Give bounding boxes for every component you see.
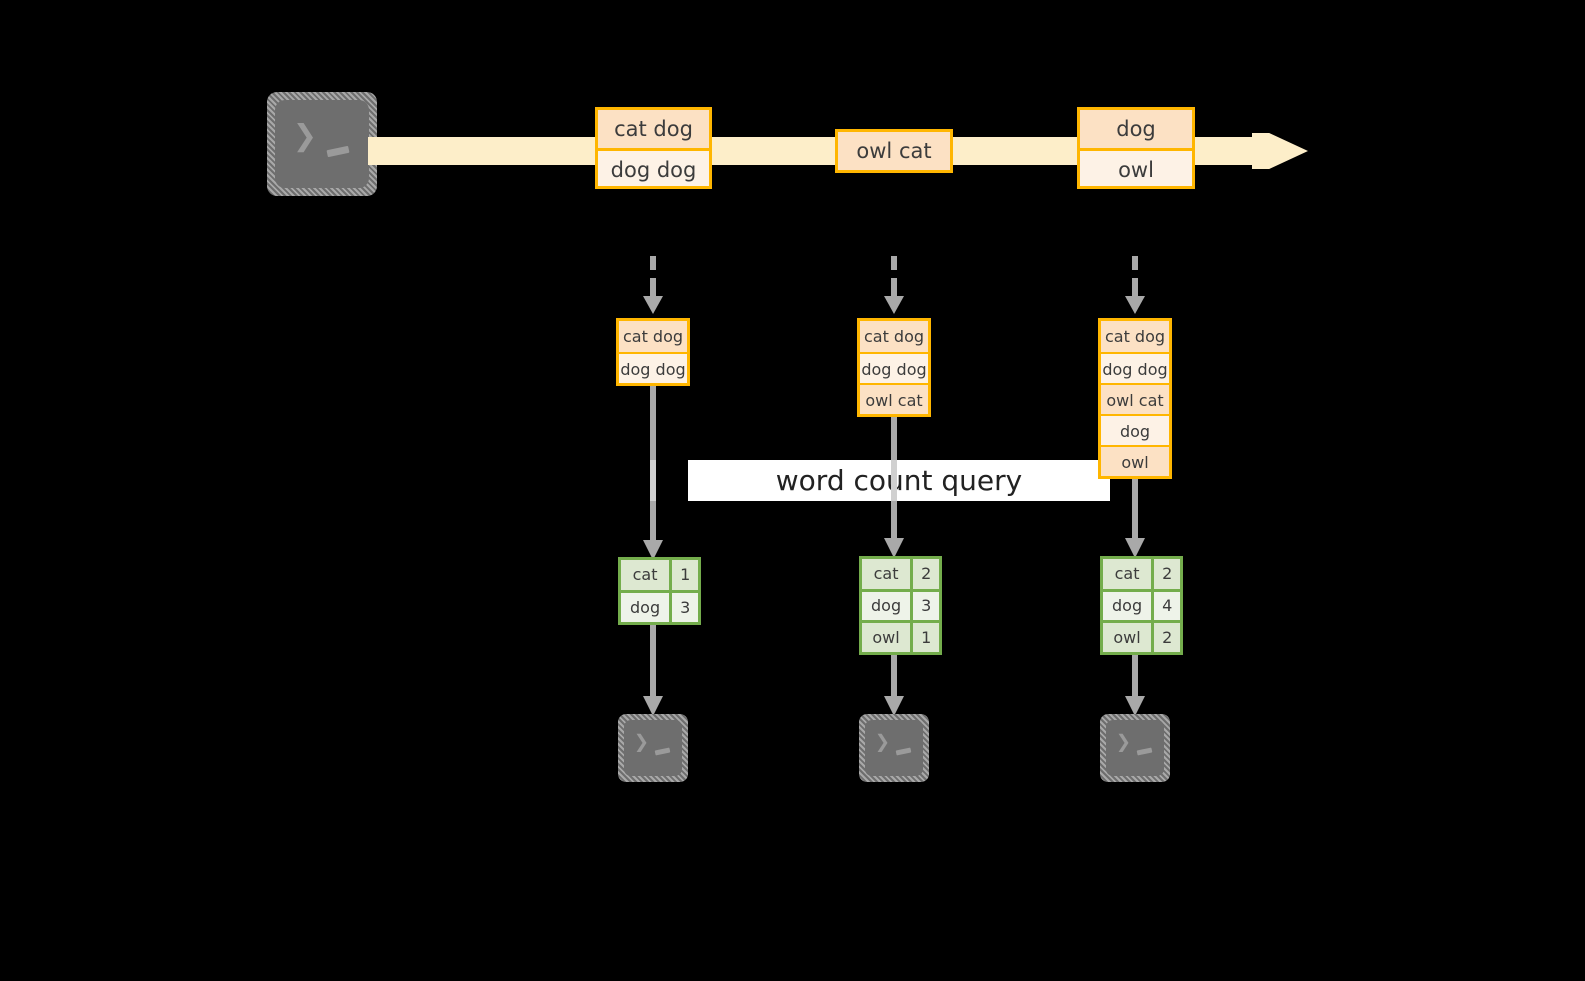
query-arrow-1-band-segment <box>640 460 666 501</box>
result-word: dog <box>621 589 671 622</box>
terminal-cursor-icon <box>654 747 671 756</box>
terminal-face <box>865 720 923 776</box>
result-count: 3 <box>669 589 699 622</box>
result-count: 2 <box>1151 619 1181 652</box>
result-count: 1 <box>669 560 699 591</box>
query-band-background <box>688 460 1110 501</box>
terminal-glyph-group: ❯ <box>865 720 923 776</box>
terminal-face <box>624 720 682 776</box>
terminal-prompt-icon: ❯ <box>634 727 650 756</box>
stack-row: dog dog <box>619 352 687 383</box>
result-count: 2 <box>910 559 940 590</box>
table-row: owl 2 <box>1103 619 1181 652</box>
table-row: cat 1 <box>621 560 699 591</box>
snapshot-3-result-table: cat 2 dog 4 owl 2 <box>1100 556 1184 655</box>
result-word: cat <box>862 559 912 590</box>
query-arrow-3 <box>1122 474 1148 560</box>
snapshot-2-input-stack: cat dog dog dog owl cat <box>857 318 931 417</box>
stack-row: dog dog <box>860 352 928 383</box>
result-word: owl <box>862 619 912 652</box>
stream-event-group-1: cat dog dog dog <box>595 107 712 189</box>
stream-event-line: owl <box>1080 148 1192 186</box>
source-terminal-icon: ❯ <box>267 92 377 196</box>
table-row: dog 4 <box>1103 588 1181 621</box>
sink-terminal-icon-3: ❯ <box>1100 714 1170 782</box>
result-count: 1 <box>910 619 940 652</box>
sink-terminal-icon-2: ❯ <box>859 714 929 782</box>
result-count: 4 <box>1151 588 1181 621</box>
result-word: dog <box>1103 588 1153 621</box>
stream-event-line: cat dog <box>598 110 709 148</box>
stack-row: cat dog <box>1101 321 1169 352</box>
stack-row: dog <box>1101 414 1169 445</box>
snapshot-1-result-table: cat 1 dog 3 <box>618 557 702 625</box>
snapshot-1-input-stack: cat dog dog dog <box>616 318 690 386</box>
snapshot-3-input-stack: cat dog dog dog owl cat dog owl <box>1098 318 1172 479</box>
terminal-glyph-group: ❯ <box>624 720 682 776</box>
terminal-glyph-group: ❯ <box>1106 720 1164 776</box>
result-word: owl <box>1103 619 1153 652</box>
terminal-cursor-icon <box>1136 747 1153 756</box>
table-row: cat 2 <box>1103 559 1181 590</box>
sink-arrow-3 <box>1122 650 1148 718</box>
terminal-prompt-icon: ❯ <box>293 113 318 159</box>
sink-terminal-icon-1: ❯ <box>618 714 688 782</box>
stream-event-line: dog dog <box>598 148 709 186</box>
snapshot-tap-arrow-1 <box>640 256 666 316</box>
snapshot-tap-arrow-2 <box>881 256 907 316</box>
table-row: dog 3 <box>621 589 699 622</box>
result-word: cat <box>1103 559 1153 590</box>
terminal-glyph-group: ❯ <box>275 100 369 188</box>
result-count: 3 <box>910 588 940 621</box>
stack-row: owl cat <box>860 383 928 414</box>
stack-row: owl cat <box>1101 383 1169 414</box>
table-row: dog 3 <box>862 588 940 621</box>
stack-row: cat dog <box>619 321 687 352</box>
stack-row: owl <box>1101 445 1169 476</box>
snapshot-tap-arrow-3 <box>1122 256 1148 316</box>
query-label: word count query <box>775 464 1023 497</box>
snapshot-2-result-table: cat 2 dog 3 owl 1 <box>859 556 943 655</box>
stream-event-line: dog <box>1080 110 1192 148</box>
table-row: owl 1 <box>862 619 940 652</box>
terminal-cursor-icon <box>326 145 350 158</box>
sink-arrow-2 <box>881 650 907 718</box>
terminal-prompt-icon: ❯ <box>875 727 891 756</box>
result-count: 2 <box>1151 559 1181 590</box>
stack-row: dog dog <box>1101 352 1169 383</box>
terminal-cursor-icon <box>895 747 912 756</box>
stream-event-group-3: dog owl <box>1077 107 1195 189</box>
terminal-prompt-icon: ❯ <box>1116 727 1132 756</box>
result-word: dog <box>862 588 912 621</box>
result-word: cat <box>621 560 671 591</box>
terminal-face <box>1106 720 1164 776</box>
sink-arrow-1 <box>640 620 666 718</box>
query-arrow-2-band-segment <box>881 460 907 501</box>
stream-event-line: owl cat <box>838 132 950 170</box>
stack-row: cat dog <box>860 321 928 352</box>
terminal-face <box>275 100 369 188</box>
stream-event-group-2: owl cat <box>835 129 953 173</box>
table-row: cat 2 <box>862 559 940 590</box>
